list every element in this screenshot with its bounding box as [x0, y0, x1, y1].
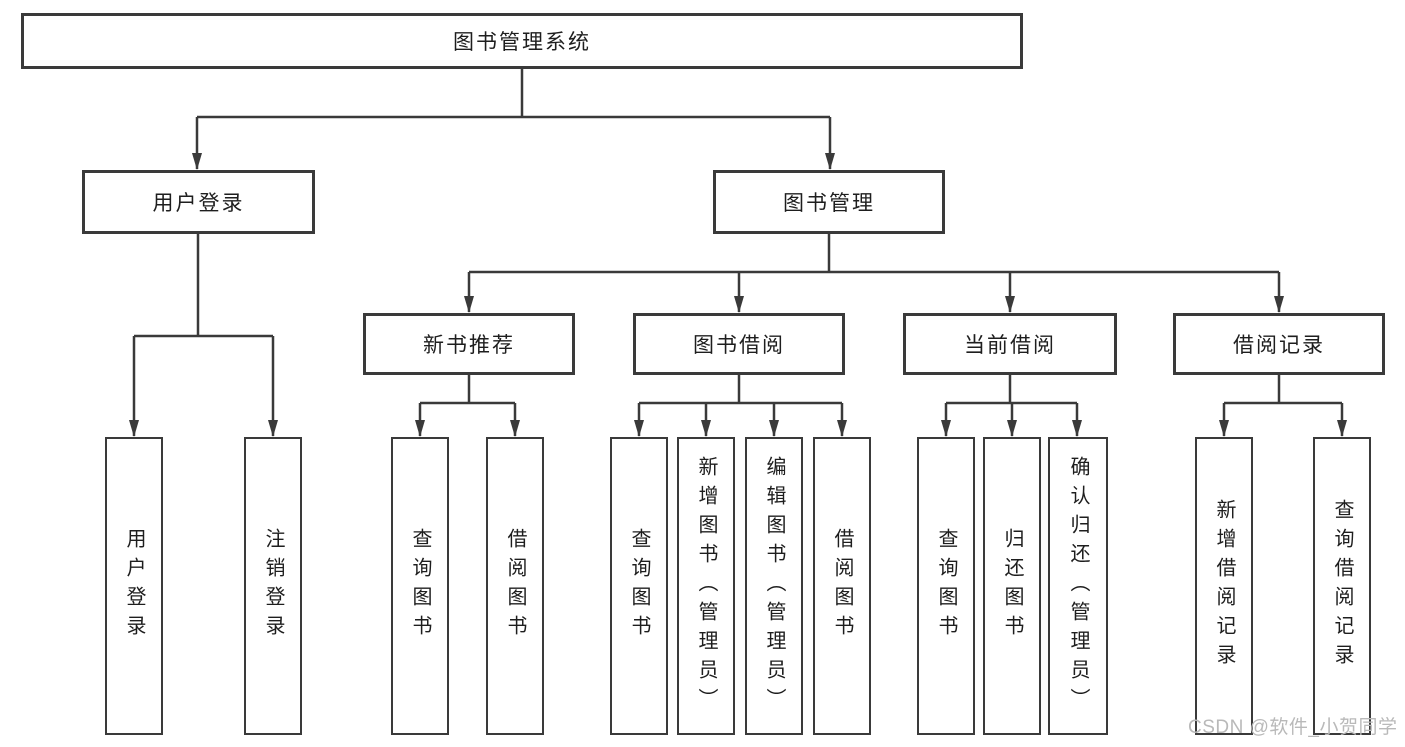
watermark: CSDN @软件_小贺同学	[1188, 717, 1398, 738]
node-leaf-add-book-admin: 新增图书（管理员）	[677, 437, 735, 735]
node-leaf-return-book: 归还图书	[983, 437, 1041, 735]
node-book-management: 图书管理	[713, 170, 945, 234]
node-leaf-query-borrow-record: 查询借阅记录	[1313, 437, 1371, 735]
node-leaf-user-login: 用户登录	[105, 437, 163, 735]
node-current-borrowing: 当前借阅	[903, 313, 1117, 375]
node-library-management-system: 图书管理系统	[21, 13, 1023, 69]
node-leaf-edit-book-admin: 编辑图书（管理员）	[745, 437, 803, 735]
node-new-book-recommendation: 新书推荐	[363, 313, 575, 375]
node-leaf-confirm-return-admin: 确认归还（管理员）	[1048, 437, 1108, 735]
node-book-borrowing: 图书借阅	[633, 313, 845, 375]
node-leaf-query-books-recommend: 查询图书	[391, 437, 449, 735]
node-leaf-query-books-current: 查询图书	[917, 437, 975, 735]
node-leaf-logout: 注销登录	[244, 437, 302, 735]
node-leaf-add-borrow-record: 新增借阅记录	[1195, 437, 1253, 735]
node-leaf-borrow-books-borrowing: 借阅图书	[813, 437, 871, 735]
node-leaf-query-books-borrowing: 查询图书	[610, 437, 668, 735]
node-user-login: 用户登录	[82, 170, 315, 234]
node-leaf-borrow-books-recommend: 借阅图书	[486, 437, 544, 735]
node-borrowing-records: 借阅记录	[1173, 313, 1385, 375]
